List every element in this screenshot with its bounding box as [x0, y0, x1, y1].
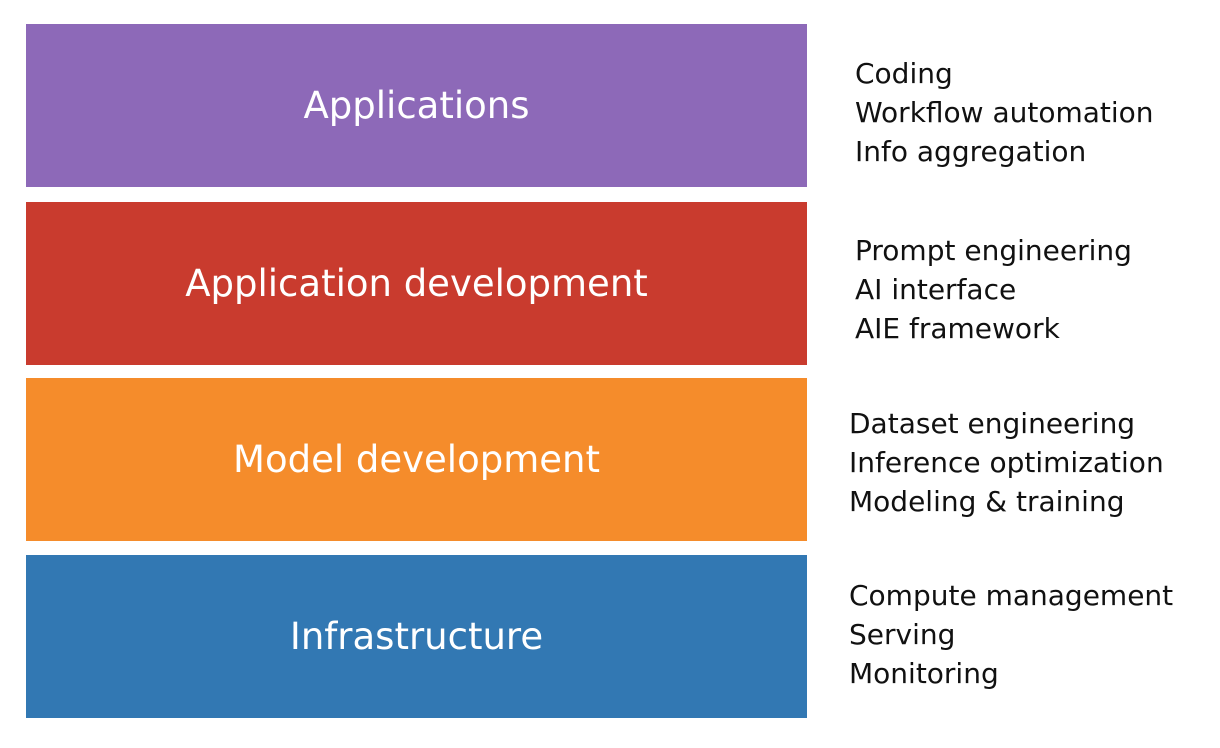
details-application-development: Prompt engineering AI interface AIE fram… — [855, 231, 1132, 348]
detail-item: Coding — [855, 57, 953, 90]
layer-title-infrastructure: Infrastructure — [289, 615, 544, 658]
detail-item: Dataset engineering — [849, 407, 1136, 440]
layer-title-applications: Applications — [303, 84, 530, 127]
detail-item: Prompt engineering — [855, 234, 1132, 267]
details-model-development: Dataset engineering Inference optimizati… — [849, 404, 1164, 521]
detail-item: AIE framework — [855, 312, 1060, 345]
detail-item: Inference optimization — [849, 446, 1164, 479]
layer-title-application-development: Application development — [185, 262, 648, 305]
detail-item: Workflow automation — [855, 96, 1154, 129]
layer-infrastructure: Infrastructure — [26, 555, 807, 718]
detail-item: AI interface — [855, 273, 1017, 306]
details-infrastructure: Compute management Serving Monitoring — [849, 576, 1173, 693]
layer-application-development: Application development — [26, 202, 807, 365]
layer-model-development: Model development — [26, 378, 807, 541]
details-applications: Coding Workflow automation Info aggregat… — [855, 54, 1154, 171]
layer-title-model-development: Model development — [233, 438, 600, 481]
detail-item: Compute management — [849, 579, 1174, 612]
detail-item: Info aggregation — [855, 135, 1087, 168]
detail-item: Serving — [849, 618, 956, 651]
detail-item: Monitoring — [849, 657, 999, 690]
layer-applications: Applications — [26, 24, 807, 187]
detail-item: Modeling & training — [849, 485, 1125, 518]
